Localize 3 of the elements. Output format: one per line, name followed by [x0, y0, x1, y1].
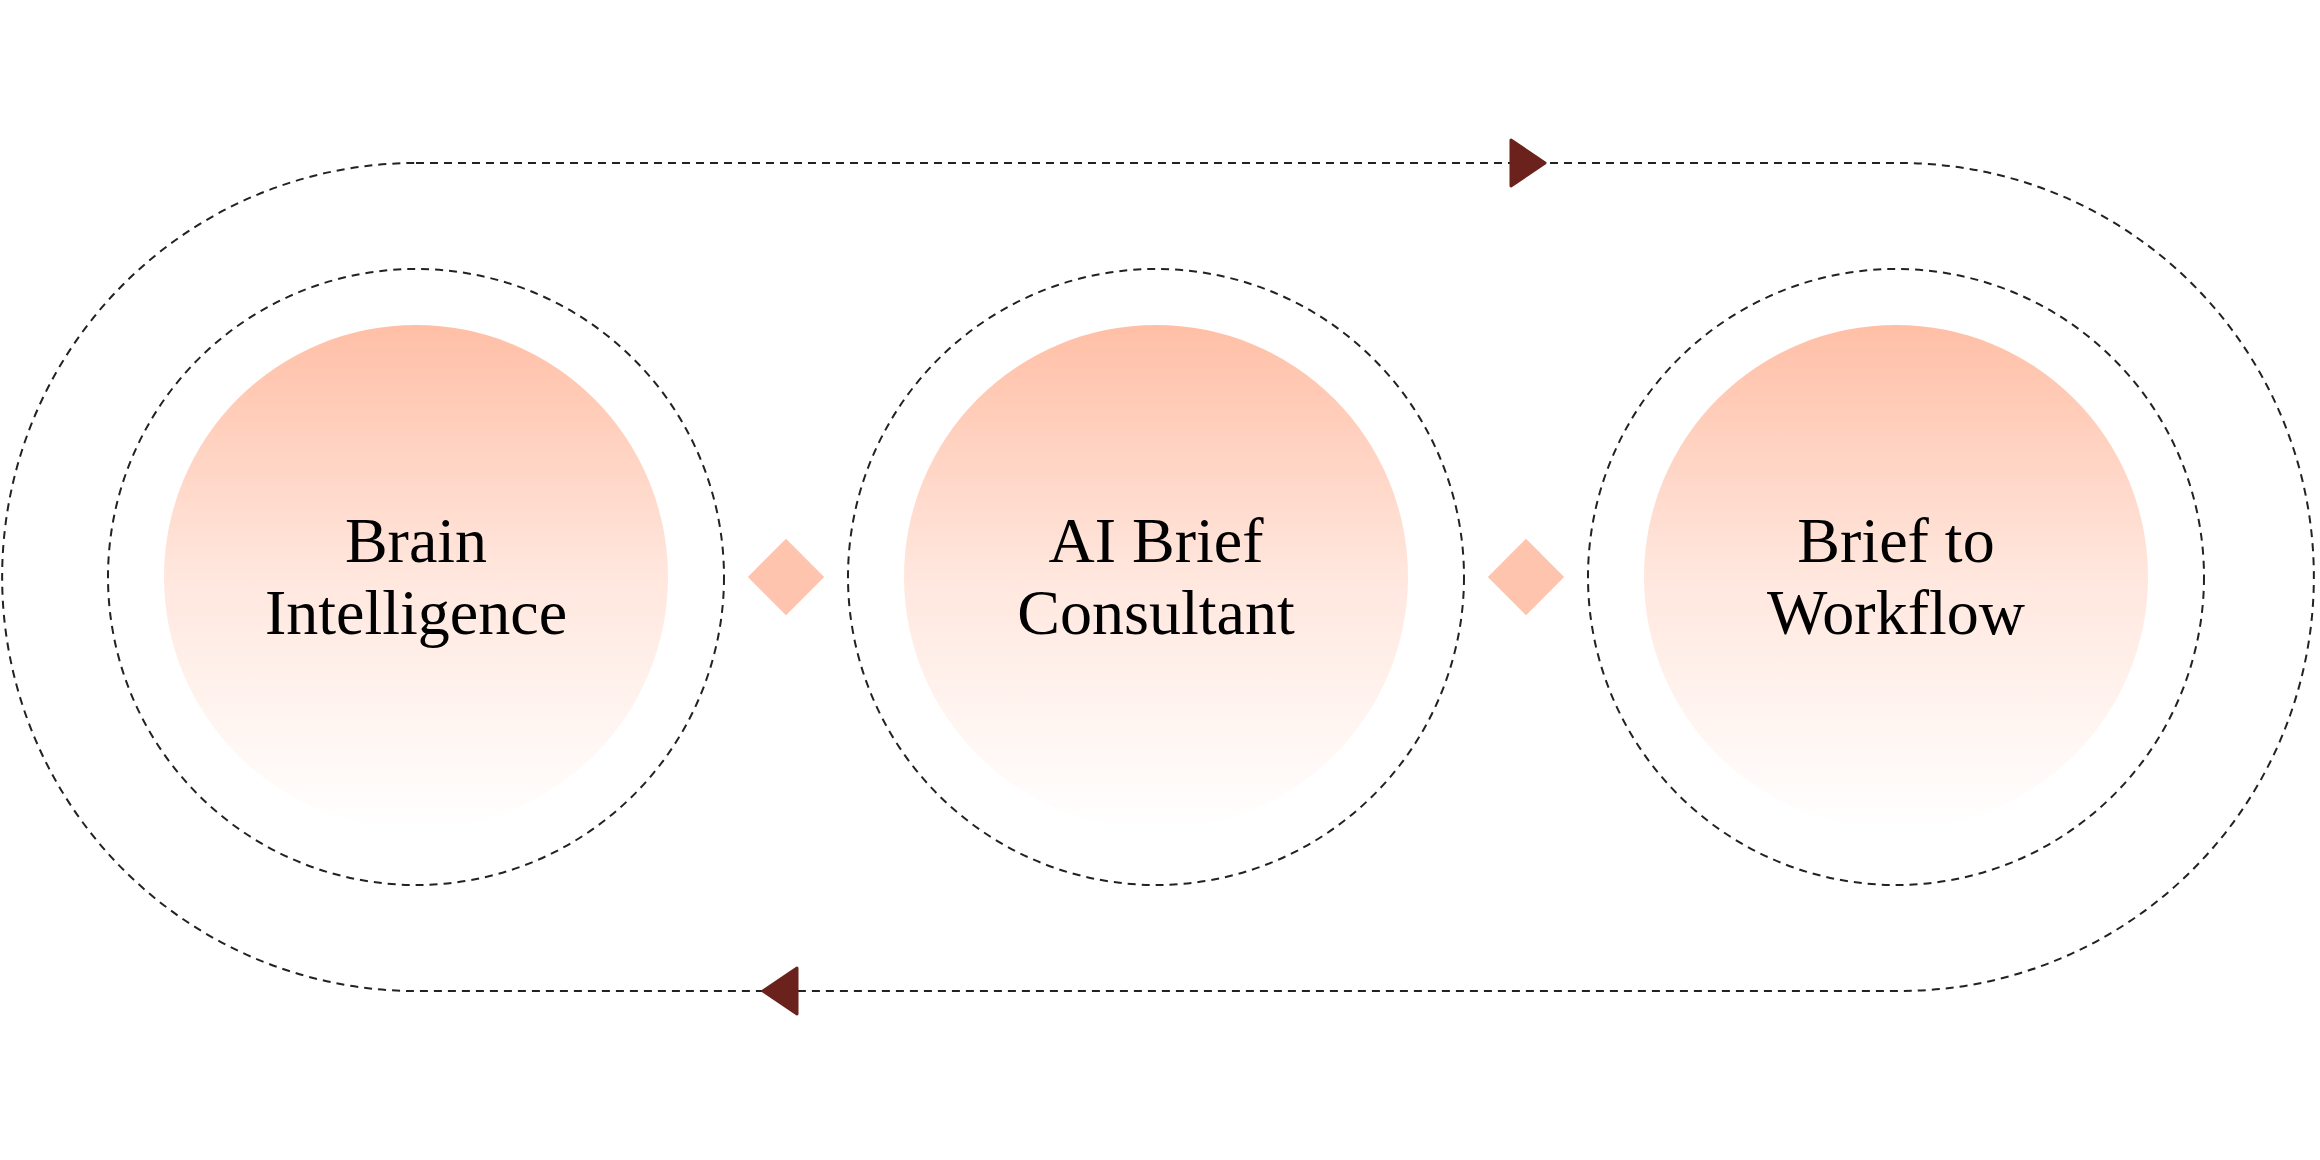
node-label: Brain Intelligence — [263, 505, 569, 649]
node-label: Brief to Workflow — [1766, 505, 2026, 649]
node-label: AI Brief Consultant — [1016, 505, 1296, 649]
